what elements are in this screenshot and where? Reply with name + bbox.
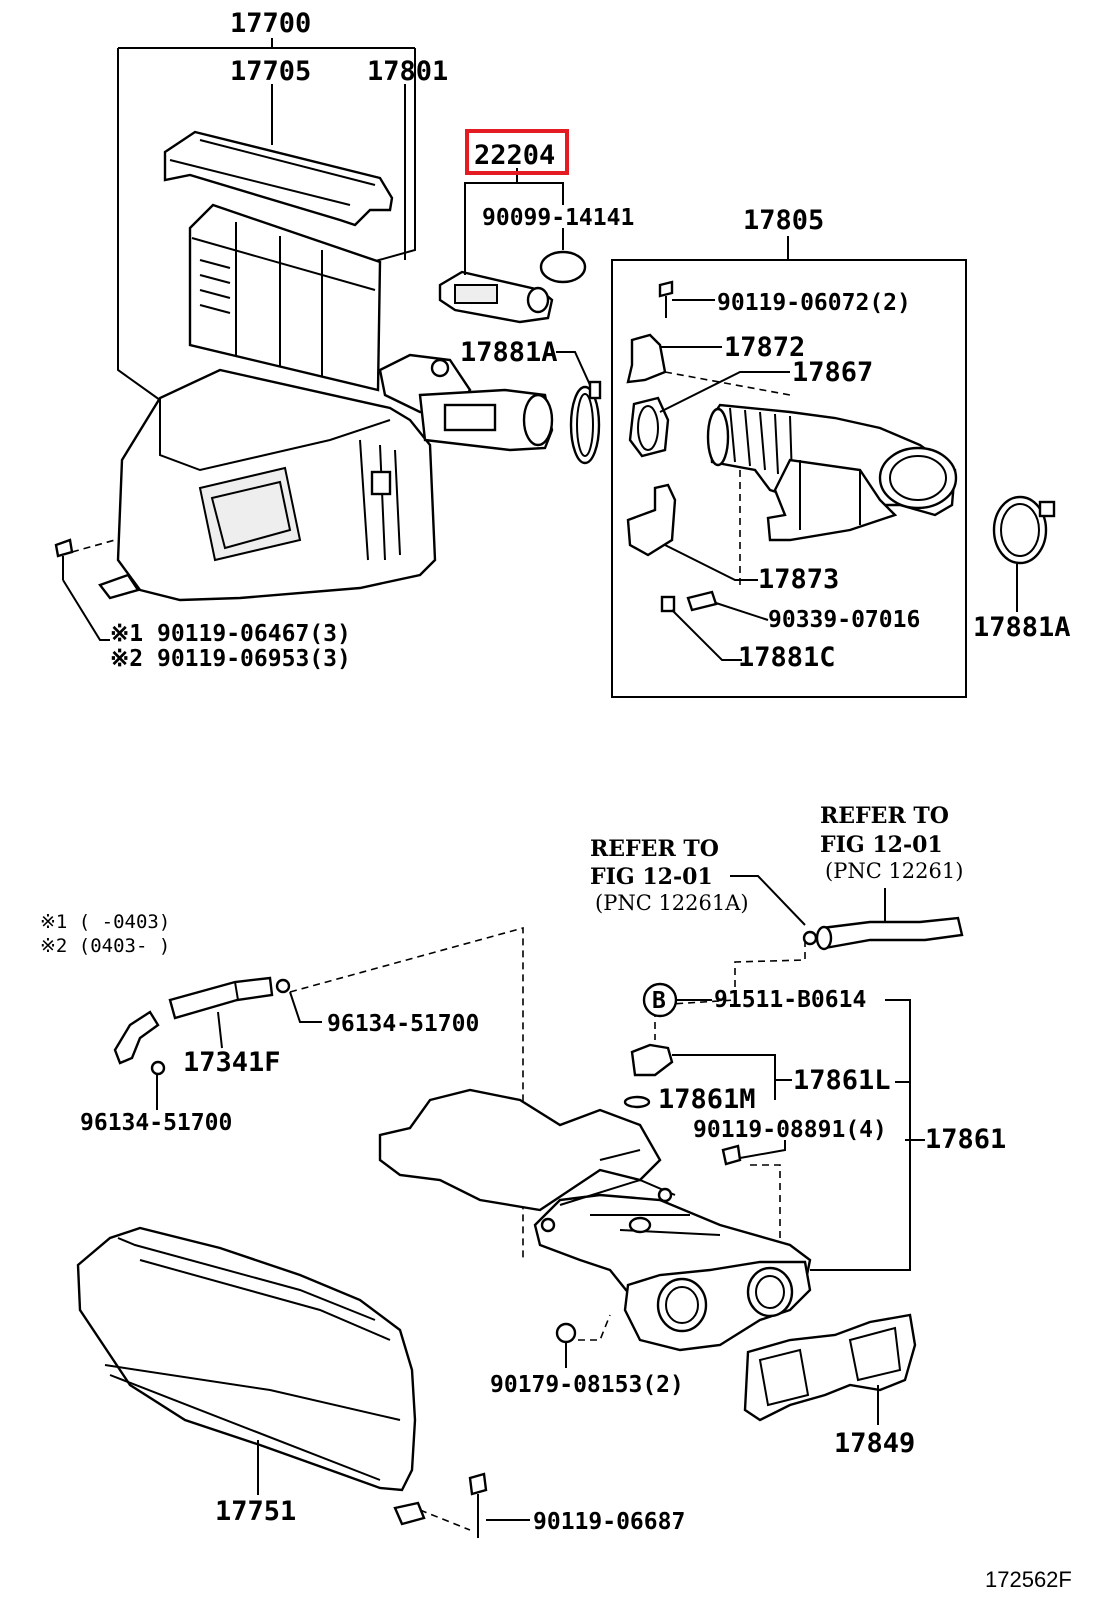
gasket-17849: [743, 1313, 917, 1422]
label-17700[interactable]: 17700: [230, 8, 311, 39]
label-90099-14141[interactable]: 90099-14141: [482, 205, 634, 231]
engine-phantom: [378, 1088, 662, 1212]
labels: 17700 17705 17801 22204 90099-14141 1780…: [40, 8, 1072, 1592]
label-96134-b[interactable]: 96134-51700: [80, 1110, 232, 1136]
label-17872[interactable]: 17872: [724, 332, 805, 363]
note-1: ※1 ( -0403): [40, 911, 170, 933]
intake-hose-group: [611, 236, 1056, 698]
hose-17341f: [168, 976, 274, 1020]
note-2: ※2 (0403- ): [40, 935, 170, 957]
o-ring: [539, 250, 587, 284]
cover-group: [76, 976, 530, 1538]
ref2-line1: REFER TO: [820, 803, 949, 829]
air-cleaner-group: [54, 38, 602, 641]
label-17861[interactable]: 17861: [925, 1124, 1006, 1155]
label-17805[interactable]: 17805: [743, 205, 824, 236]
bracket-17873: [626, 483, 677, 557]
manifold-group: [289, 875, 964, 1425]
label-17705[interactable]: 17705: [230, 56, 311, 87]
label-91511-b0614[interactable]: 91511-B0614: [714, 987, 866, 1013]
air-cleaner-strip: [163, 130, 394, 227]
label-96134-a[interactable]: 96134-51700: [327, 1011, 479, 1037]
label-17341f[interactable]: 17341F: [183, 1047, 281, 1078]
ref1-line3: (PNC 12261A): [595, 891, 749, 915]
label-90119-06687[interactable]: 90119-06687: [533, 1509, 685, 1535]
bracket-17861l: [630, 1043, 674, 1077]
case-window: [198, 466, 302, 562]
ref1-line2: FIG 12-01: [590, 864, 713, 890]
label-90339-07016[interactable]: 90339-07016: [768, 607, 920, 633]
label-17881c[interactable]: 17881C: [738, 642, 836, 673]
label-90119-08891[interactable]: 90119-08891(4): [693, 1117, 887, 1143]
label-bolt-a[interactable]: ※1 90119-06467(3): [110, 621, 351, 647]
label-bolt-b[interactable]: ※2 90119-06953(3): [110, 646, 351, 672]
ref2-line3: (PNC 12261): [825, 859, 963, 883]
hose-12261: [820, 916, 964, 950]
label-17867[interactable]: 17867: [792, 357, 873, 388]
ref1-line1: REFER TO: [590, 836, 719, 862]
label-17751[interactable]: 17751: [215, 1496, 296, 1527]
figure-id: 172562F: [985, 1567, 1072, 1592]
label-17861l[interactable]: 17861L: [793, 1065, 891, 1096]
label-90179-08153[interactable]: 90179-08153(2): [490, 1372, 684, 1398]
highlight-box: [465, 129, 569, 175]
bracket-17872: [626, 333, 667, 384]
engine-cover: [76, 1226, 417, 1492]
label-22204[interactable]: 22204: [474, 140, 555, 171]
label-17849[interactable]: 17849: [834, 1428, 915, 1459]
hose-clamp-right: [992, 495, 1048, 565]
label-17881a-right[interactable]: 17881A: [973, 612, 1071, 643]
circle-b-text: B: [652, 988, 666, 1014]
label-17801[interactable]: 17801: [367, 56, 448, 87]
label-17861m[interactable]: 17861M: [658, 1084, 756, 1115]
label-17873[interactable]: 17873: [758, 564, 839, 595]
label-17881a-left[interactable]: 17881A: [460, 337, 558, 368]
filter-element: [188, 203, 382, 392]
label-90119-06072[interactable]: 90119-06072(2): [717, 290, 911, 316]
ref2-line2: FIG 12-01: [820, 832, 943, 858]
